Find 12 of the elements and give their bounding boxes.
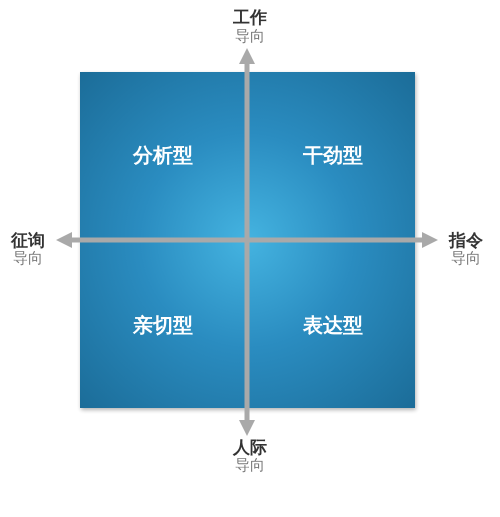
quadrant-label: 分析型 xyxy=(133,142,193,168)
axis-label: 人际 xyxy=(233,437,267,458)
axis-label: 工作 xyxy=(233,7,267,29)
axis-label: 征询 xyxy=(11,230,45,251)
quadrant-label: 表达型 xyxy=(303,312,363,338)
axis-sublabel: 导向 xyxy=(451,249,481,268)
axis-sublabel: 导向 xyxy=(235,27,265,46)
quadrant-label: 亲切型 xyxy=(133,312,193,338)
axis-sublabel: 导向 xyxy=(13,249,43,268)
axis-label: 指令 xyxy=(449,230,483,251)
axis-sublabel: 导向 xyxy=(235,456,265,475)
quadrant-label: 干劲型 xyxy=(303,142,363,168)
